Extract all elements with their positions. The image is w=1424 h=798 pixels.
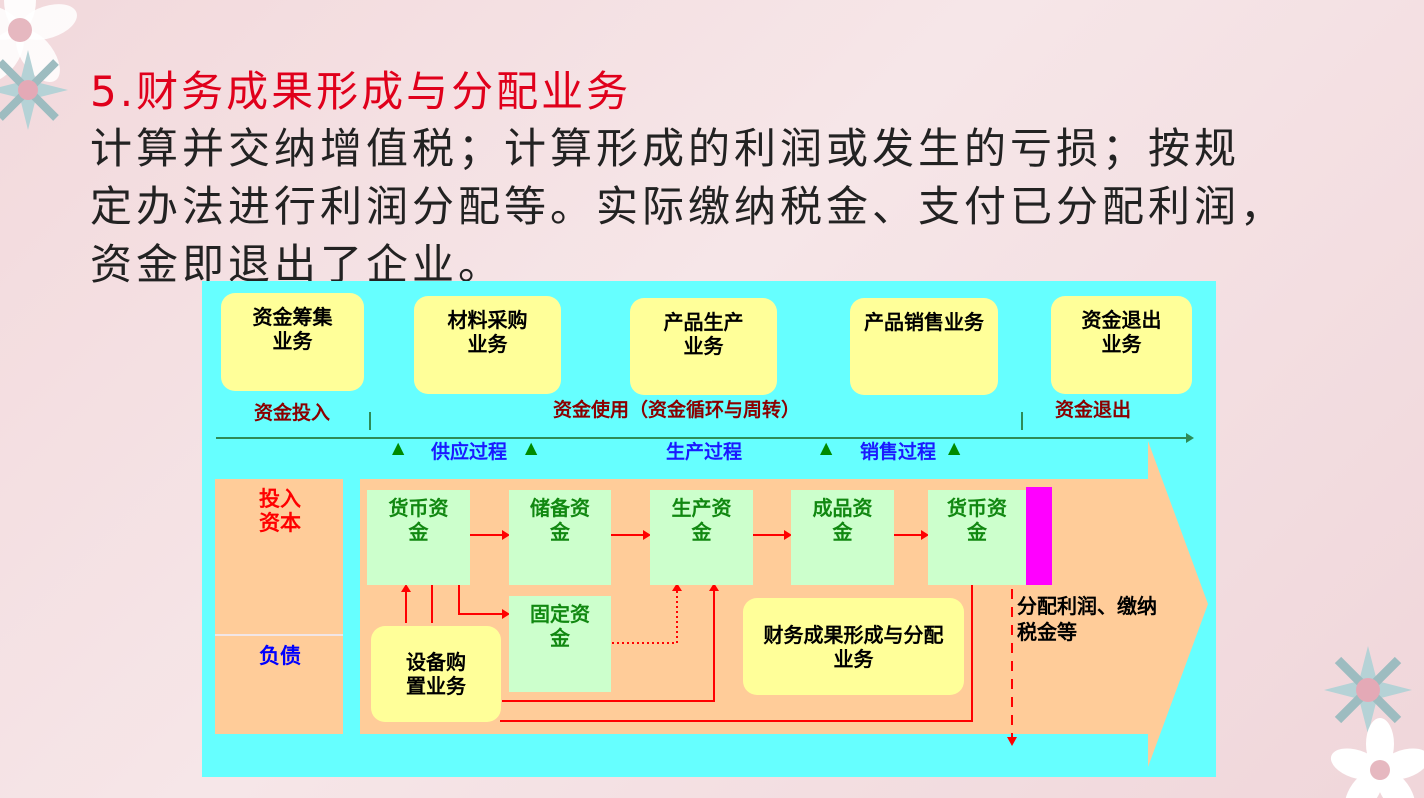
triangle-marker-3: ▲ [820,438,833,457]
flower-decoration-bottom-right [1324,646,1424,798]
body-line-1: 计算并交纳增值税；计算形成的利润或发生的亏损；按规 [90,124,1241,173]
phase-input: 资金投入 [254,402,331,424]
process-production: 生产过程 [666,441,743,463]
financial-result-note: 财务成果形成与分配业务 [743,598,964,695]
stage-production: 产品生产业务 [630,298,777,395]
stage-fund-raising: 资金筹集业务 [221,293,364,391]
flower-decoration-top-left [0,0,77,130]
triangle-marker-1: ▲ [392,438,405,457]
fund-fixed: 固定资金 [509,596,611,692]
distribution-note: 分配利润、缴纳税金等 [1017,594,1157,644]
fund-production: 生产资金 [650,490,753,585]
source-capital: 投入资本 [259,487,301,535]
triangle-marker-4: ▲ [948,438,961,457]
phase-exit: 资金退出 [1055,399,1132,421]
triangle-marker-2: ▲ [525,438,538,457]
fund-flow-diagram: 资金筹集业务 材料采购业务 产品生产业务 产品销售业务 资金退出业务 资金投入 … [202,281,1216,777]
stage-product-sales: 产品销售业务 [850,298,998,395]
process-supply: 供应过程 [431,441,508,463]
stage-material-purchase: 材料采购业务 [414,296,561,394]
slide-title: 5.财务成果形成与分配业务 [90,67,632,116]
slide-body: 计算并交纳增值税；计算形成的利润或发生的亏损；按规 定办法进行利润分配等。实际缴… [90,120,1390,294]
equipment-purchase-note: 设备购置业务 [371,626,501,722]
body-line-2: 定办法进行利润分配等。实际缴纳税金、支付已分配利润， [90,182,1287,231]
fund-finished-goods: 成品资金 [791,490,894,585]
source-liability: 负债 [259,644,301,668]
fund-cash-1: 货币资金 [367,490,470,585]
stage-fund-exit: 资金退出业务 [1051,296,1192,394]
fund-reserve: 储备资金 [509,490,611,585]
process-sales: 销售过程 [860,441,937,463]
fund-cash-2: 货币资金 [928,490,1026,585]
body-line-3: 资金即退出了企业。 [90,240,505,289]
phase-use: 资金使用（资金循环与周转） [553,399,801,421]
